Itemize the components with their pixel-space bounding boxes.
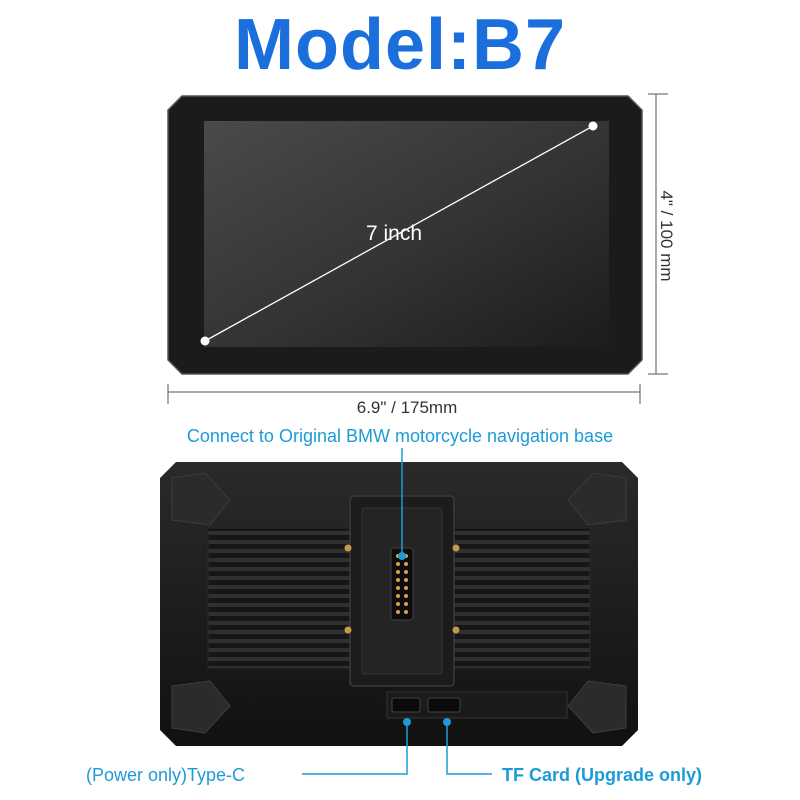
- corner-bumper-top-right: [567, 472, 627, 526]
- typec-port: [391, 697, 421, 713]
- base-callout-label: Connect to Original BMW motorcycle navig…: [186, 426, 614, 446]
- height-dimension: [648, 93, 668, 375]
- tf-card-slot: [427, 697, 461, 713]
- connector-pins: [396, 554, 408, 614]
- tf-callout-line: [443, 718, 492, 775]
- corner-bumper-top-left: [171, 472, 231, 526]
- corner-bumper-bottom-right: [567, 680, 627, 734]
- screw: [344, 626, 352, 634]
- diagonal-endpoint-bottom: [200, 336, 210, 346]
- typec-callout-label: (Power only)Type-C: [86, 765, 246, 785]
- front-screen: [204, 121, 609, 347]
- diagonal-endpoint-top: [588, 121, 598, 131]
- back-device: [160, 462, 638, 746]
- corner-bumper-bottom-left: [171, 680, 231, 734]
- screw: [452, 626, 460, 634]
- screw: [344, 544, 352, 552]
- typec-callout-line: [302, 718, 411, 775]
- screw: [452, 544, 460, 552]
- model-title: Model:B7: [234, 5, 566, 85]
- diagonal-line: [204, 125, 594, 342]
- height-label: 4" / 100 mm: [657, 190, 676, 282]
- diagonal-label: 7 inch: [366, 222, 423, 245]
- width-dimension: [167, 384, 641, 404]
- width-label: 6.9" / 175mm: [356, 398, 458, 417]
- base-callout-line: [398, 448, 406, 560]
- tf-card-callout-label: TF Card (Upgrade only): [502, 765, 703, 785]
- front-device: [167, 95, 643, 375]
